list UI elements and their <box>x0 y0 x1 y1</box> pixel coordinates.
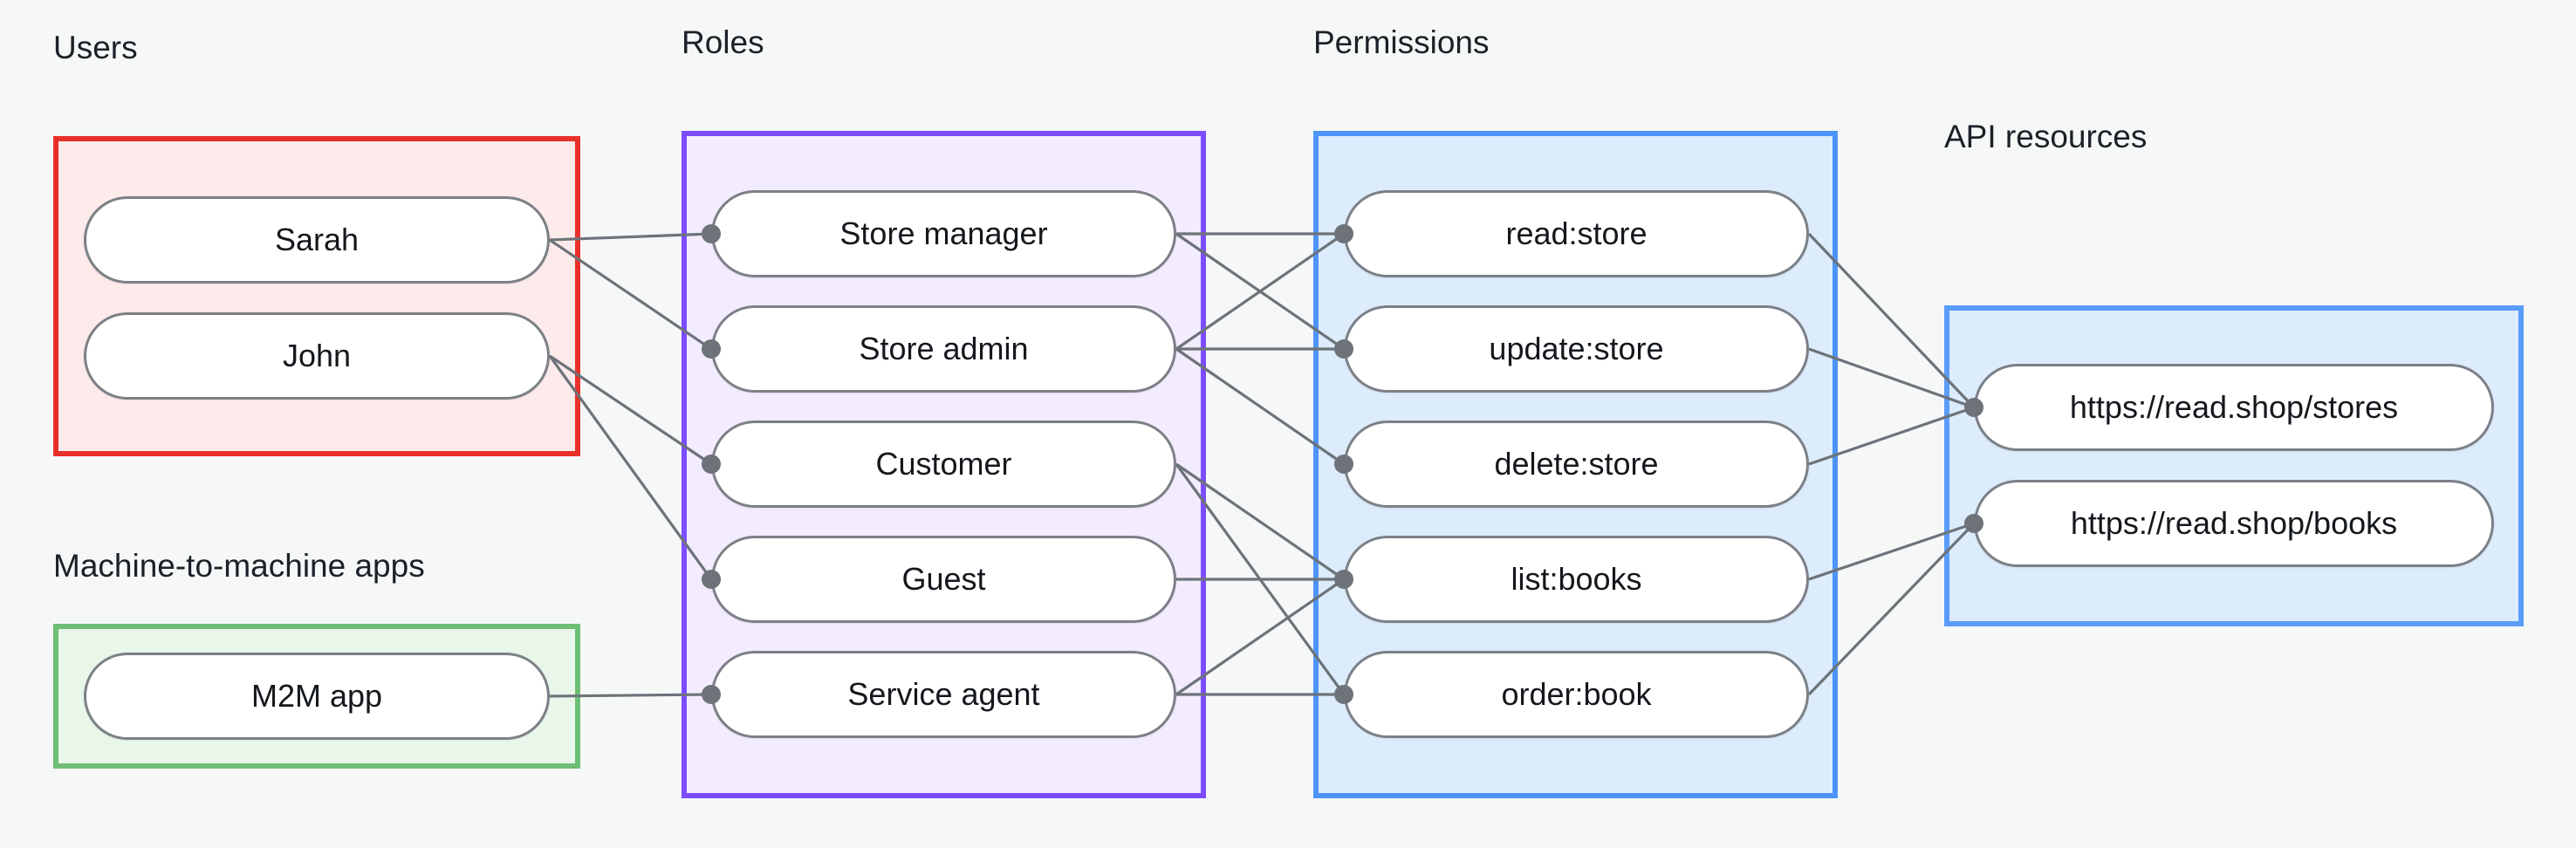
group-caption-users: Users <box>53 30 138 65</box>
node-label: list:books <box>1511 561 1642 597</box>
node-label: https://read.shop/stores <box>2069 389 2399 425</box>
node-label: https://read.shop/books <box>2070 505 2398 541</box>
group-caption-m2m: Machine-to-machine apps <box>53 548 425 584</box>
group-box-users <box>53 136 580 456</box>
node-list-books[interactable]: list:books <box>1344 536 1809 623</box>
group-caption-api-resources: API resources <box>1944 119 2148 154</box>
node-label: read:store <box>1505 215 1648 251</box>
node-m2m-app[interactable]: M2M app <box>84 653 550 740</box>
node-label: M2M app <box>250 678 383 714</box>
node-order-book[interactable]: order:book <box>1344 651 1809 738</box>
node-res-books[interactable]: https://read.shop/books <box>1974 480 2494 567</box>
group-caption-roles: Roles <box>682 24 764 60</box>
node-label: Store manager <box>839 215 1048 251</box>
node-store-manager[interactable]: Store manager <box>711 190 1176 277</box>
group-box-api-resources <box>1944 305 2524 626</box>
node-res-stores[interactable]: https://read.shop/stores <box>1974 364 2494 451</box>
node-label: delete:store <box>1494 446 1659 482</box>
node-update-store[interactable]: update:store <box>1344 305 1809 393</box>
node-john[interactable]: John <box>84 312 550 400</box>
node-read-store[interactable]: read:store <box>1344 190 1809 277</box>
node-label: Store admin <box>859 331 1029 366</box>
node-label: Sarah <box>274 222 360 257</box>
node-label: order:book <box>1501 676 1652 712</box>
node-guest[interactable]: Guest <box>711 536 1176 623</box>
node-customer[interactable]: Customer <box>711 421 1176 508</box>
node-label: John <box>282 338 352 373</box>
group-caption-permissions: Permissions <box>1313 24 1490 60</box>
node-delete-store[interactable]: delete:store <box>1344 421 1809 508</box>
node-label: Customer <box>875 446 1012 482</box>
node-label: Guest <box>901 561 986 597</box>
node-service-agent[interactable]: Service agent <box>711 651 1176 738</box>
node-label: update:store <box>1489 331 1664 366</box>
node-sarah[interactable]: Sarah <box>84 196 550 284</box>
node-label: Service agent <box>847 676 1040 712</box>
node-store-admin[interactable]: Store admin <box>711 305 1176 393</box>
